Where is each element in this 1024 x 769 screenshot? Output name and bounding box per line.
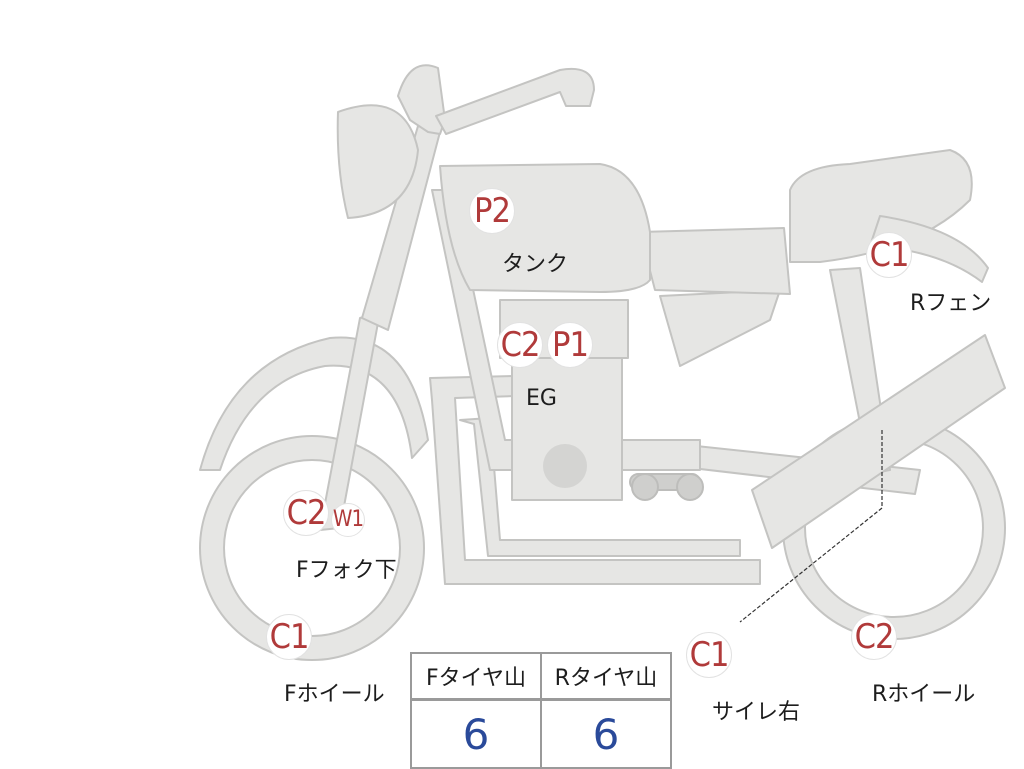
badge-engine-c2: C2 — [497, 322, 543, 368]
badge-rear-fender-c1: C1 — [866, 232, 912, 278]
headlight — [336, 104, 419, 219]
label-muffler: サイレ右 — [712, 700, 801, 725]
front-fender — [199, 336, 429, 471]
label-front-wheel: Fホイール — [284, 682, 385, 707]
badge-rear-wheel-c2: C2 — [851, 614, 897, 660]
tire-tread-table: Fタイヤ山 Rタイヤ山 6 6 — [410, 652, 672, 769]
rear-tire-tread-header: Rタイヤ山 — [540, 652, 672, 701]
muffler — [751, 334, 1006, 549]
label-tank: タンク — [502, 252, 569, 277]
muffler-leader-line — [739, 430, 883, 623]
seat — [639, 227, 791, 295]
rear-tire-tread-value: 6 — [540, 698, 672, 769]
handlebar — [397, 64, 446, 135]
label-engine: EG — [526, 386, 557, 411]
front-tire-tread-header: Fタイヤ山 — [410, 652, 542, 701]
badge-tank-p2: P2 — [469, 188, 515, 234]
label-rear-fender: Rフェン — [910, 291, 992, 316]
badge-engine-p1: P1 — [547, 322, 593, 368]
label-rear-wheel: Rホイール — [872, 682, 976, 707]
badge-front-fork-w1: W1 — [331, 503, 365, 537]
badge-front-fork-c2: C2 — [283, 490, 329, 536]
tread-table-value-row: 6 6 — [410, 698, 672, 769]
tread-table-header-row: Fタイヤ山 Rタイヤ山 — [410, 652, 672, 701]
label-front-fork: Fフォク下 — [296, 558, 397, 583]
front-tire-tread-value: 6 — [410, 698, 542, 769]
badge-front-wheel-c1: C1 — [266, 614, 312, 660]
badge-muffler-c1: C1 — [686, 632, 732, 678]
